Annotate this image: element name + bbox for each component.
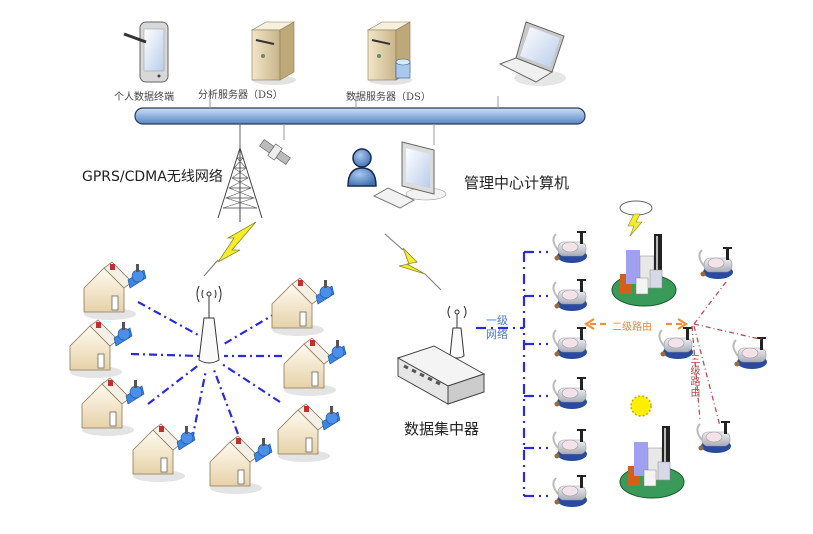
water-meter-icon <box>732 336 768 370</box>
water-meter-icon <box>552 474 588 508</box>
storm-cloud-icon <box>619 200 653 237</box>
level2-routing-label: 二级路由 <box>612 322 652 333</box>
city-buildings-icon <box>619 425 685 499</box>
database-icon <box>395 58 411 79</box>
house-icon <box>83 261 147 321</box>
water-meter-icon <box>552 230 588 264</box>
lightning-icon <box>384 233 442 291</box>
meter-column <box>552 230 588 508</box>
water-meter-icon <box>698 246 734 280</box>
tablet-icon <box>123 21 169 83</box>
house-list <box>69 261 347 495</box>
house-icon <box>283 337 347 397</box>
user-icon <box>347 148 377 187</box>
wireless-network-label: GPRS/CDMA无线网络 <box>82 169 223 185</box>
house-icon <box>132 423 196 483</box>
level1-network-label-line2: 网络 <box>486 328 508 341</box>
satellite-icon <box>259 139 291 165</box>
wireless-access-point-icon <box>196 285 222 364</box>
house-icon <box>271 277 335 337</box>
management-center-label: 管理中心计算机 <box>464 174 570 192</box>
keyboard-icon <box>372 187 416 209</box>
personal-terminal-label: 个人数据终端 <box>114 92 174 103</box>
level2-routing-link <box>583 318 689 330</box>
concentrator-label: 数据集中器 <box>404 420 480 438</box>
water-meter-icon <box>552 428 588 462</box>
analysis-server-label: 分析服务器（DS） <box>198 90 283 101</box>
level1-network-label-line1: 一级 <box>486 314 508 327</box>
router-icon <box>396 305 486 405</box>
level1-network-links <box>476 250 548 498</box>
cell-tower-icon <box>217 147 263 222</box>
water-meter-icon <box>696 420 732 454</box>
house-icon <box>277 403 341 463</box>
level3-routing-label: 三级路由 <box>688 354 699 398</box>
lightning-icon <box>203 221 257 277</box>
house-icon <box>209 435 273 495</box>
water-meter-icon <box>552 376 588 410</box>
star-network-links <box>130 301 282 441</box>
level1-network-label: 一级 网络 <box>486 314 508 342</box>
laptop-icon <box>498 21 566 86</box>
routing-meters <box>658 246 768 454</box>
data-server-label: 数据服务器（DS） <box>346 92 431 103</box>
water-meter-icon <box>552 278 588 312</box>
level3-routing-links <box>691 281 765 427</box>
city-buildings-icon <box>611 233 677 307</box>
database-server-icon <box>366 21 412 85</box>
network-bus <box>134 96 586 148</box>
server-icon <box>250 21 296 85</box>
monitor-icon <box>401 141 447 201</box>
water-meter-icon <box>552 326 588 360</box>
sun-icon <box>630 395 652 417</box>
house-icon <box>69 319 133 379</box>
house-icon <box>81 377 145 437</box>
